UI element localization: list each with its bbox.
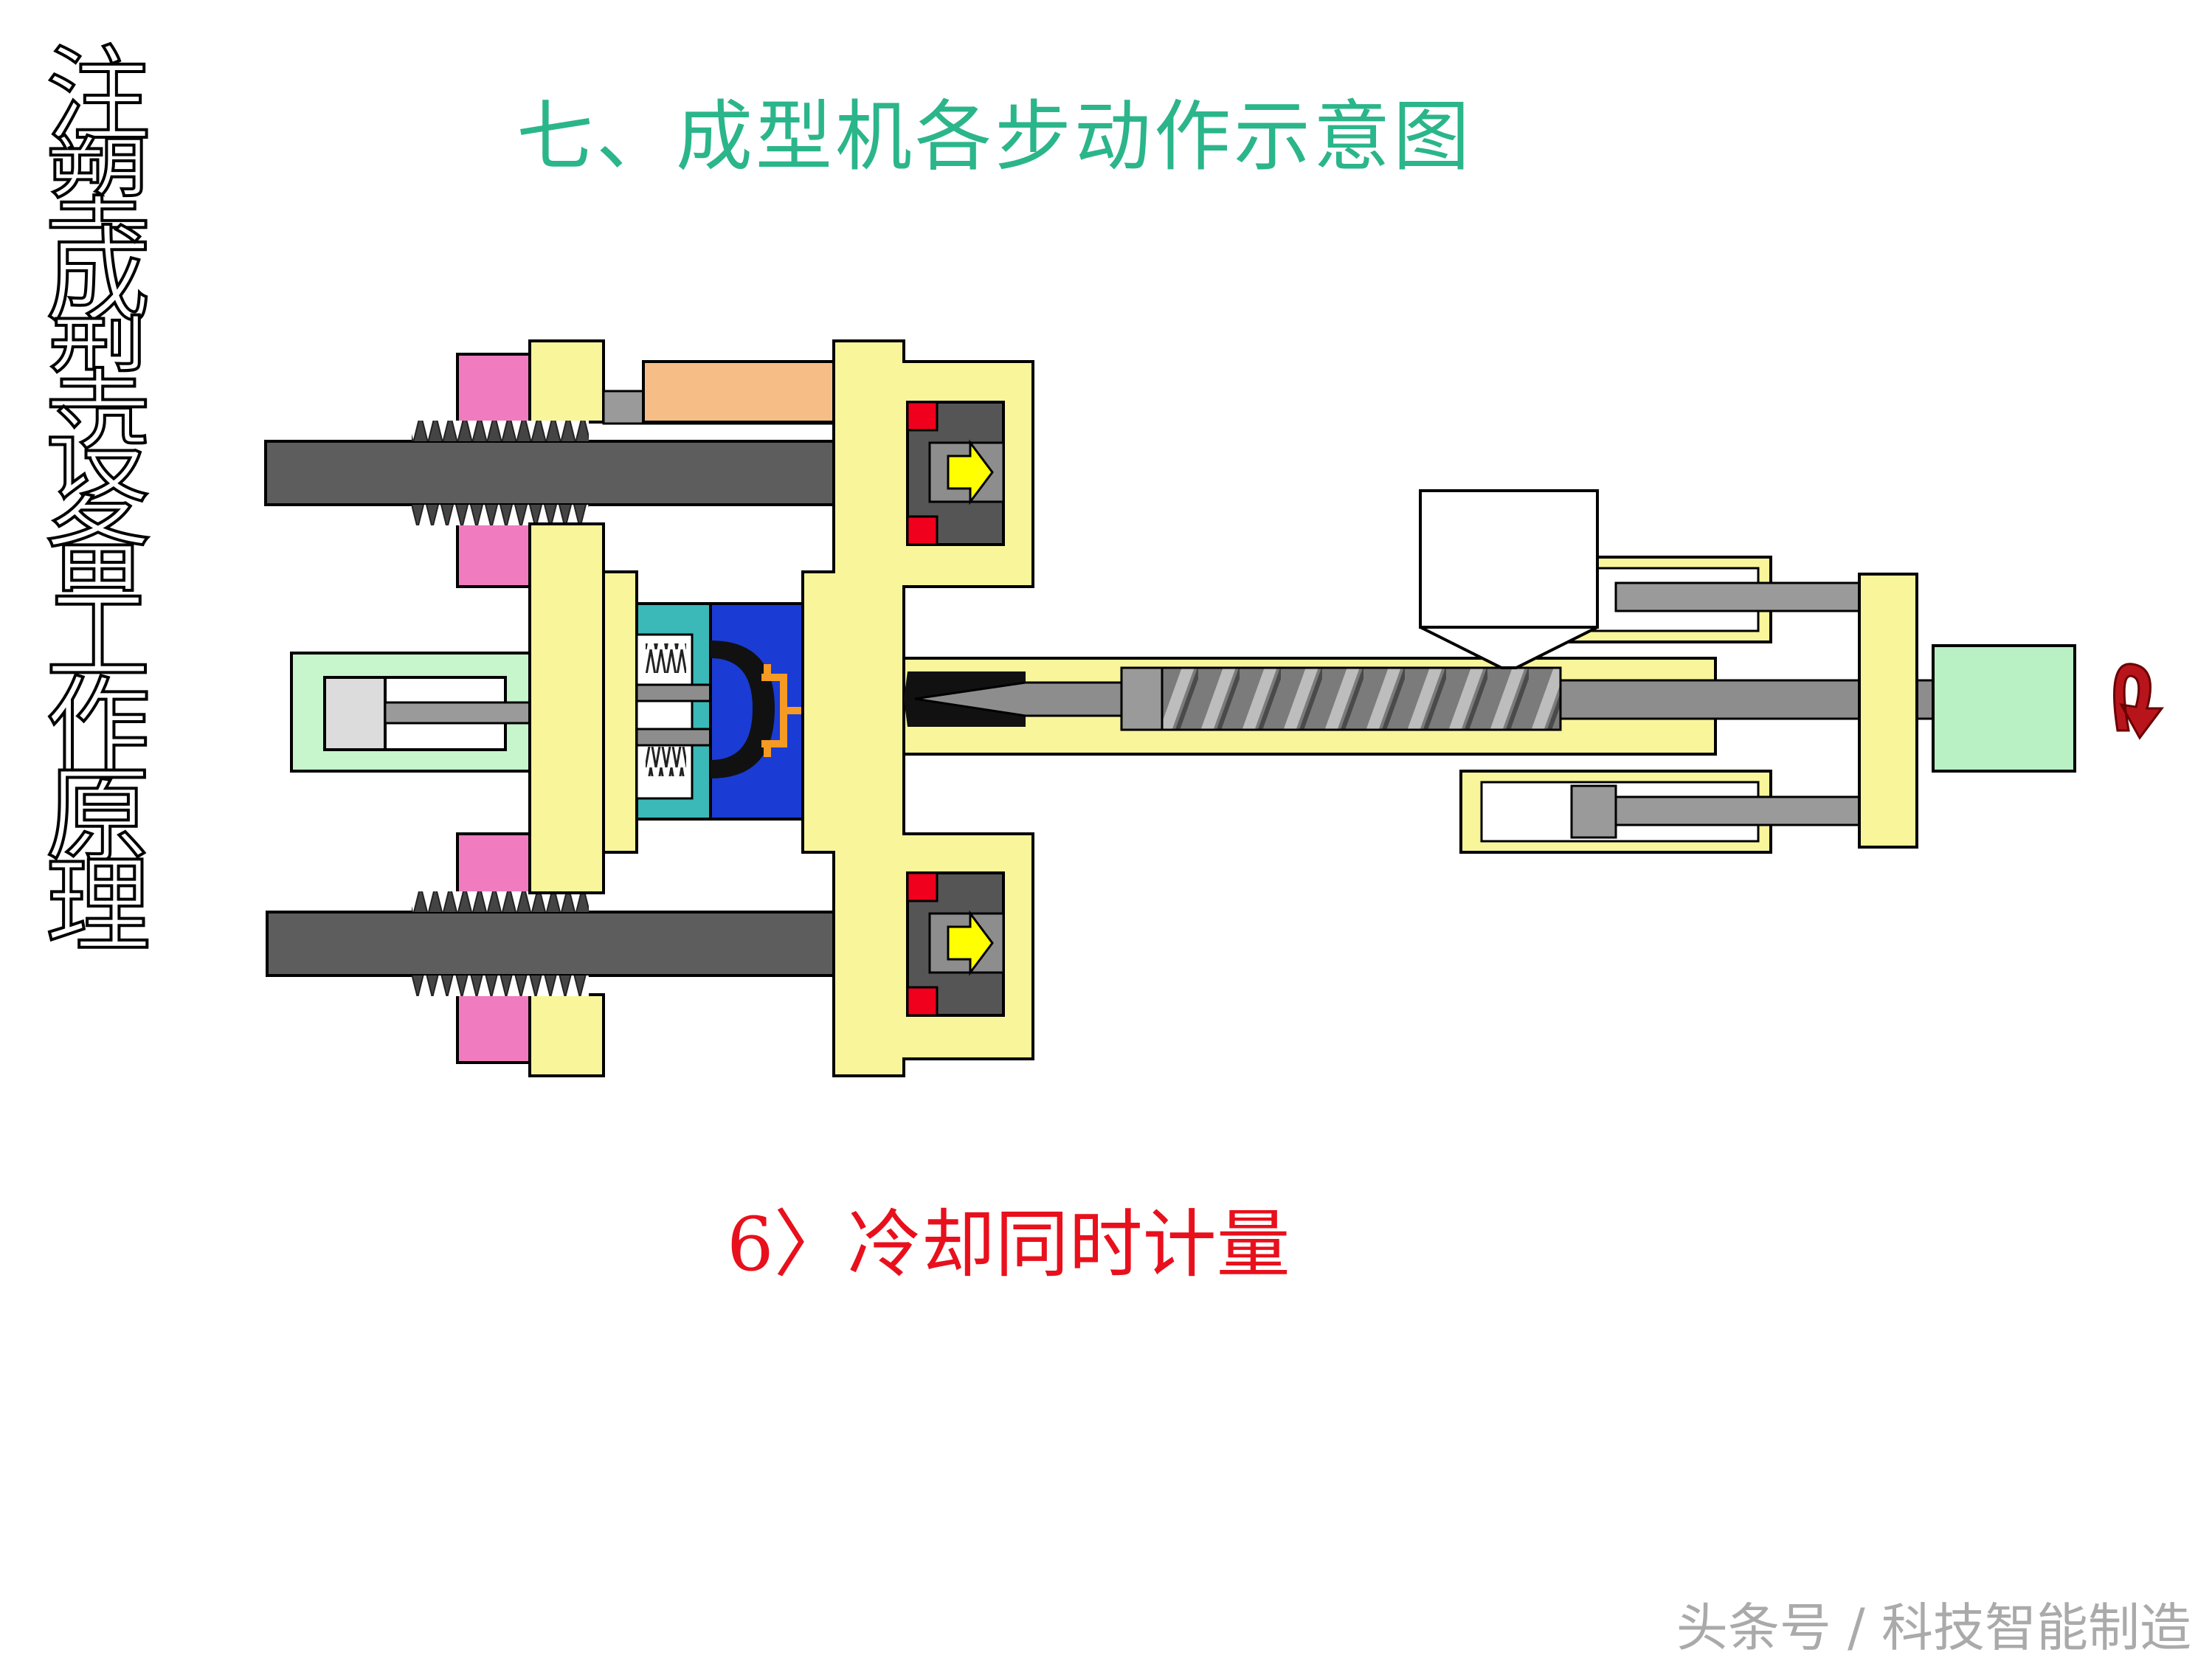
injection-cylinder-plate [1858,573,1918,849]
watermark: 头条号 / 科技智能制造 [1676,1598,2191,1658]
side-title-char: 型 [44,305,152,427]
side-title-char: 工 [44,576,152,697]
mold-height-cylinder [602,360,843,425]
side-title-char: 注 [44,35,152,157]
side-title-char: 原 [44,756,152,877]
side-title-char: 设 [44,396,152,517]
clamp-arrow-icon [947,910,994,976]
side-title-char: 塑 [44,125,152,247]
side-title: 注 塑 成 型 设 备 工 作 原 理 [35,35,161,967]
rotation-arrow-icon [2113,663,2164,740]
clamp-arrow-icon [947,439,994,505]
side-title-char: 备 [44,486,152,607]
side-title-char: 理 [44,846,152,967]
moving-platen [528,522,638,894]
step-caption: 6〉冷却同时计量 [727,1201,1290,1288]
side-title-char: 作 [44,666,152,787]
upper-tie-bar [264,421,835,525]
lower-tie-bar [266,891,835,996]
hopper [1419,489,1599,669]
mold [635,602,804,821]
page-title: 七、成型机各步动作示意图 [516,91,1473,182]
side-title-char: 成 [44,215,152,337]
ejector-cylinder [290,652,540,773]
screw-motor [1932,644,2076,773]
